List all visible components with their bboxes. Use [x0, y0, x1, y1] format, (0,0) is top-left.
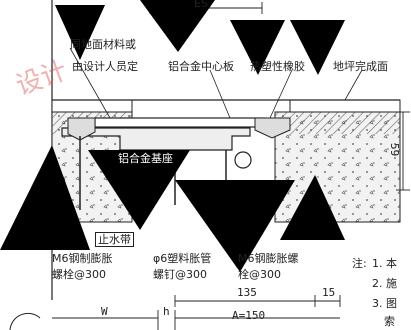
- bottom-left-circle: [9, 312, 41, 330]
- dim-135-label: 135: [237, 286, 257, 299]
- left-end-cap: [67, 117, 96, 141]
- thermo-rubber-label: 热塑性橡胶: [250, 60, 305, 73]
- designer-note-label: 由设计人员定: [72, 60, 138, 73]
- warning-triangle-icon: [230, 20, 285, 75]
- bolt-left-label-2: 螺栓@300: [52, 268, 106, 281]
- warning-triangle-icon: [175, 180, 295, 272]
- dim-a-label: A=150: [232, 309, 266, 322]
- aluminum-core-label: 铝合金中心板: [168, 60, 234, 73]
- dim-h-label: h: [163, 305, 170, 318]
- warning-triangle-icon: [88, 150, 190, 230]
- bolt-left-label-1: M6钢制膨胀: [52, 252, 113, 265]
- note-item-1: 1. 本: [372, 257, 397, 270]
- warning-triangle-icon: [140, 0, 215, 52]
- aluminum-base-label: 铝合金基座: [118, 152, 173, 165]
- note-item-3: 3. 图: [372, 297, 397, 310]
- dim-15-label: 15: [322, 286, 336, 299]
- aluminum-center-plate: [94, 117, 266, 128]
- warning-triangle-icon: [55, 5, 105, 60]
- plastic-tube-label-1: φ6塑料胀管: [153, 252, 212, 265]
- warning-triangle-icon: [290, 20, 345, 75]
- small-box-label: 止水带: [95, 232, 134, 247]
- pivot-joint: [234, 151, 252, 169]
- top-dim-label: ES: [194, 0, 208, 10]
- note-item-4: 索: [384, 315, 395, 328]
- warning-triangle-icon: [0, 145, 90, 250]
- floor-finish-right: [289, 99, 401, 113]
- bolt-right-label-1: M6钢膨胀螺: [238, 252, 299, 265]
- watermark-layer: [0, 0, 345, 272]
- bolt-right-label-2: 栓@300: [238, 268, 281, 281]
- plastic-tube-label-2: 螺钉@300: [153, 268, 207, 281]
- floor-finish-left: [51, 99, 133, 113]
- thermoplastic-rubber: [254, 117, 291, 139]
- hatched-band-right: [275, 112, 400, 134]
- notes-title: 注:: [352, 257, 367, 270]
- dim-w-label: W: [101, 305, 108, 318]
- height-dim-label: 59: [388, 143, 401, 157]
- warning-triangle-icon: [280, 175, 345, 240]
- finished-floor-label: 地坪完成面: [333, 60, 388, 73]
- note-item-2: 2. 施: [372, 277, 397, 290]
- svg-text:设计: 设计: [12, 56, 71, 102]
- same-material-label: 同地面材料或: [70, 38, 136, 51]
